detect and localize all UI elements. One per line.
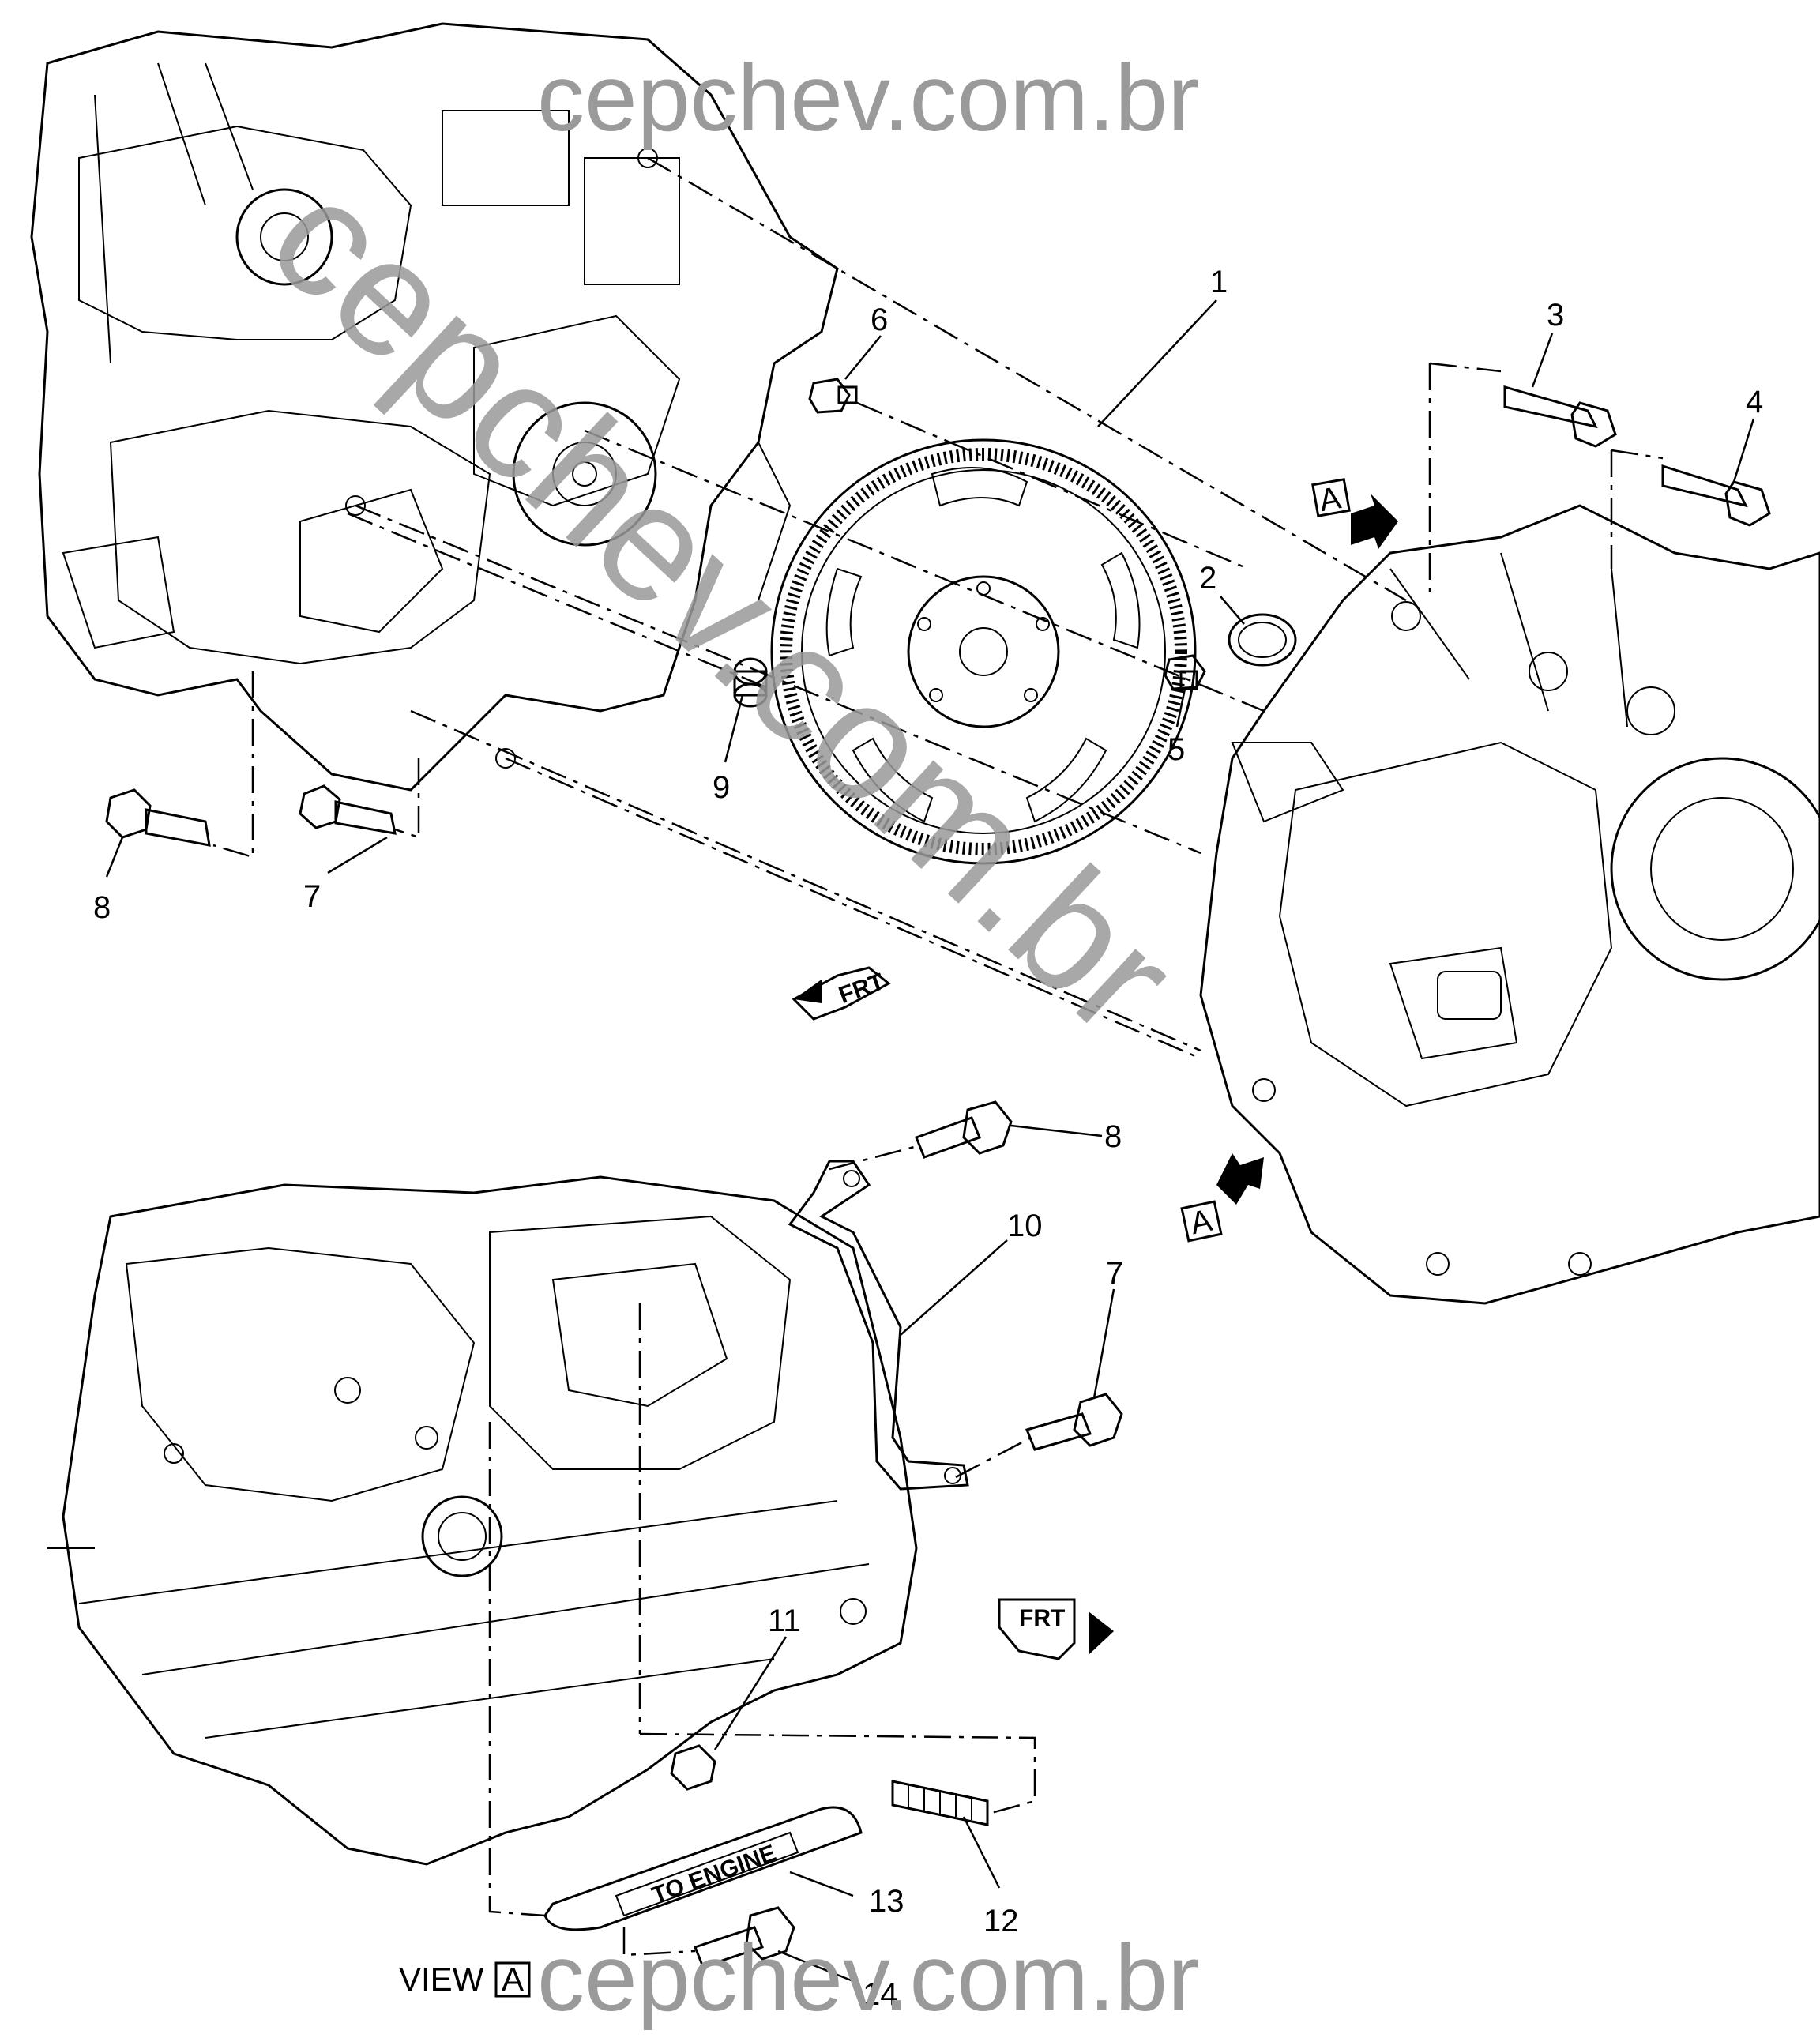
callout-2: 2 (1199, 561, 1216, 596)
transaxle-case (1199, 504, 1820, 1305)
front-tag-lower: FRT (1019, 1605, 1065, 1631)
view-letter-lower: A (1187, 1203, 1216, 1242)
view-label-letter: A (502, 1961, 524, 1998)
callout-13: 13 (869, 1884, 904, 1919)
dowel-9 (733, 657, 768, 708)
bolt-4 (1661, 464, 1771, 527)
bolt-5 (1164, 654, 1206, 690)
front-arrow-upper: FRT (792, 966, 891, 1021)
flywheel-ring-gear-teeth (780, 448, 1187, 855)
bracket-10 (788, 1160, 969, 1491)
plug-2 (1228, 613, 1297, 667)
bolt-3 (1503, 385, 1617, 448)
view-a-marker-upper: A (1311, 478, 1398, 549)
view-a-marker-lower: A (1180, 1153, 1264, 1243)
flywheel (770, 438, 1197, 865)
nut-11 (670, 1744, 716, 1791)
watermark-bottom: cepchev.com.br (537, 1925, 1199, 2031)
callout-1: 1 (1210, 265, 1228, 299)
front-direction-arrow-icon (794, 980, 822, 1003)
view-direction-arrow-icon (1216, 1153, 1264, 1205)
bolt-14 (694, 1906, 795, 1968)
callout-9: 9 (713, 770, 730, 805)
watermark-top: cepchev.com.br (537, 45, 1199, 151)
callout-14: 14 (863, 1977, 898, 2012)
callout-10: 10 (1007, 1209, 1043, 1243)
engine-block-upper (30, 22, 839, 792)
callout-8-upper: 8 (93, 890, 111, 925)
watermark-diagonal: cepchev.com.br (236, 143, 1210, 1069)
front-arrow-lower: FRT (998, 1598, 1114, 1660)
bolt-7-view (1025, 1393, 1123, 1451)
view-label: VIEW (399, 1961, 484, 1998)
bolt-7-upper (299, 784, 397, 835)
callout-5: 5 (1168, 732, 1185, 767)
spacer-label: TO ENGINE (649, 1840, 780, 1908)
callout-7-view: 7 (1106, 1256, 1123, 1291)
callout-7-upper: 7 (303, 879, 321, 914)
bolt-6 (808, 378, 858, 414)
spacer-13: TO ENGINE (543, 1806, 863, 1931)
front-direction-arrow-icon (1089, 1611, 1114, 1655)
callout-6: 6 (871, 303, 888, 337)
engine-block-lower (47, 1175, 918, 1866)
callout-3: 3 (1547, 298, 1564, 333)
view-a-caption: VIEW A (399, 1961, 531, 1998)
bolt-8-view (915, 1100, 1013, 1159)
view-letter-upper: A (1317, 480, 1344, 518)
callout-11: 11 (768, 1604, 801, 1638)
view-direction-arrow-icon (1351, 494, 1398, 549)
callout-4: 4 (1746, 385, 1763, 419)
callout-8-view: 8 (1104, 1119, 1122, 1154)
bolt-8-upper (105, 788, 211, 847)
callout-12: 12 (983, 1904, 1019, 1938)
stud-12 (891, 1780, 989, 1826)
